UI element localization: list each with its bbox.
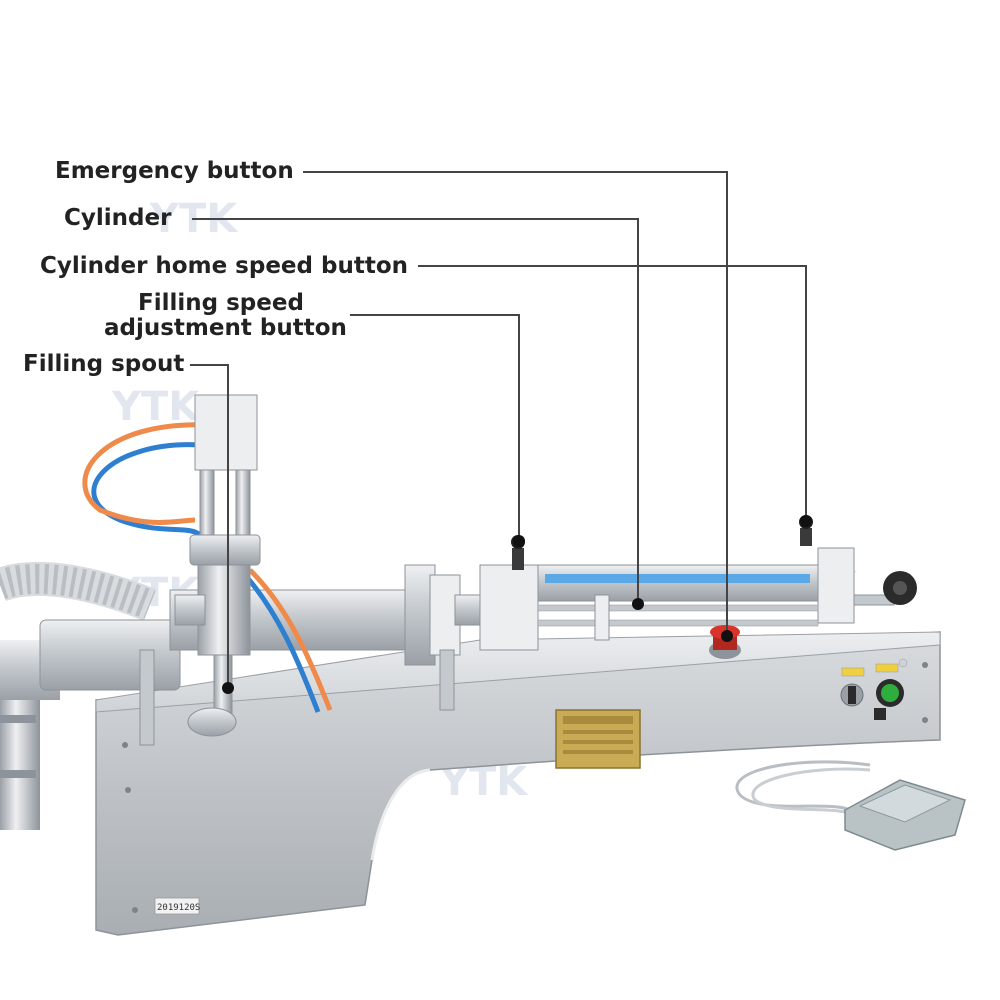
air-cylinder — [479, 547, 917, 651]
air-hoses — [82, 422, 333, 713]
foot-pedal — [735, 760, 966, 851]
label-cylinder: Cylinder — [64, 205, 172, 231]
filling-head — [174, 394, 261, 737]
dot-cylinder — [632, 598, 644, 610]
valve-knobs — [511, 515, 813, 570]
dot-cylinder-home-speed — [800, 515, 812, 527]
dot-emergency-button — [721, 630, 733, 642]
control-panel — [840, 658, 908, 720]
leader-dots — [222, 515, 812, 694]
label-filling-speed-line2: adjustment button — [104, 315, 347, 341]
nameplate — [555, 709, 641, 769]
dot-filling-speed — [513, 535, 525, 547]
watermark-2: YTK — [111, 384, 201, 430]
leader-filling-speed — [350, 314, 520, 540]
leader-cylinder — [192, 218, 639, 603]
leader-lines — [190, 171, 807, 688]
leader-emergency-button — [303, 171, 728, 635]
leader-cylinder-home-speed — [418, 265, 807, 520]
dot-filling-spout — [222, 682, 234, 694]
emergency-stop[interactable] — [709, 625, 741, 659]
serial-tag: 2019120S — [157, 903, 200, 913]
label-emergency-button: Emergency button — [55, 158, 294, 184]
label-cylinder-home-speed-button: Cylinder home speed button — [40, 253, 408, 279]
leader-filling-spout — [190, 364, 229, 688]
label-filling-speed-line1: Filling speed — [138, 290, 304, 316]
label-filling-spout: Filling spout — [23, 351, 185, 377]
